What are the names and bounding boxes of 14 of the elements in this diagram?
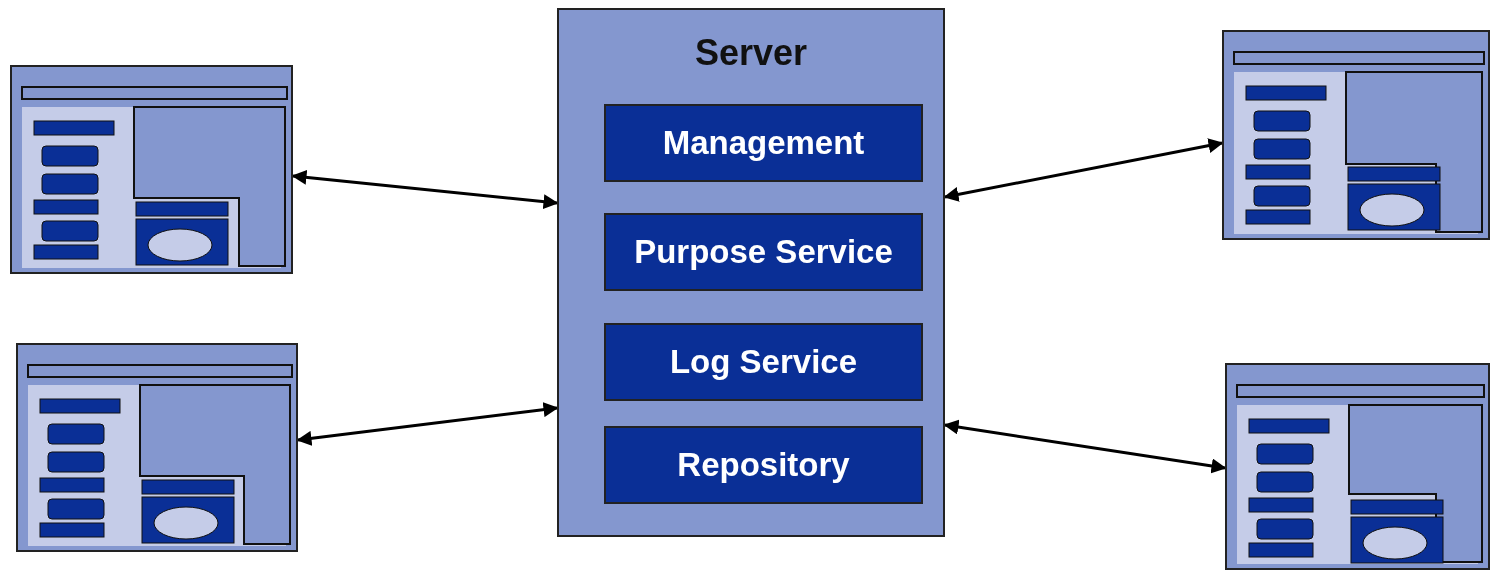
app-window-drawing [16,343,298,552]
server-title: Server [693,32,809,74]
service-box [604,426,923,504]
service-label: Management [662,124,865,162]
service-box [604,213,923,291]
app-window-drawing [1222,30,1490,240]
service-box [604,323,923,401]
service-label: Purpose Service [634,233,893,271]
app-window-drawing [1225,363,1490,570]
service-label: Repository [677,446,850,484]
app-window-drawing [10,65,293,274]
service-box [604,104,923,182]
service-label: Log Service [669,343,858,381]
server-panel [557,8,945,537]
